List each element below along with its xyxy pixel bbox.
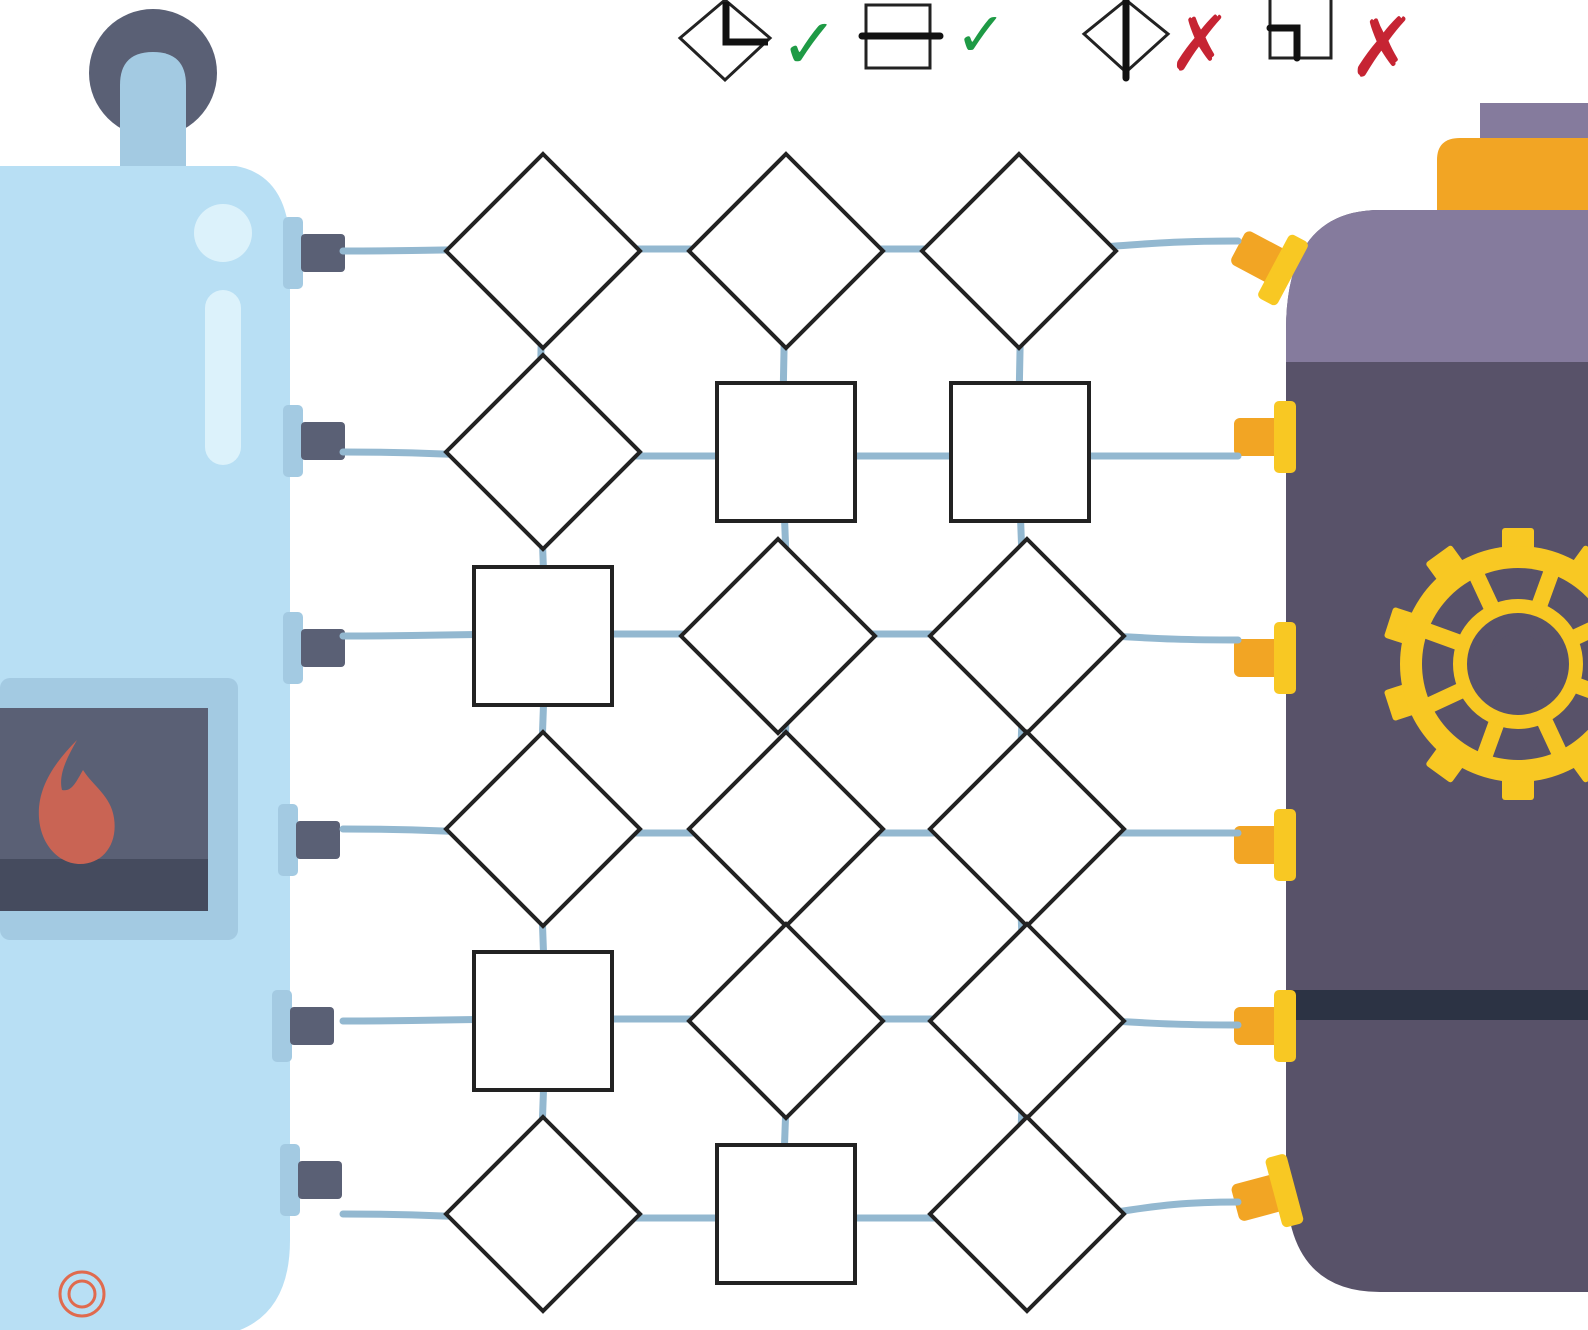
outlet-nozzle (301, 629, 345, 667)
heater-outlet (280, 1144, 342, 1216)
outlet-collar (280, 1144, 300, 1216)
cross-icon: ✗ (1168, 0, 1232, 88)
flame-icon (38, 740, 115, 864)
machine-inlet (1234, 809, 1296, 881)
diamond-tile (927, 1114, 1127, 1314)
inlet-nozzle (1231, 1174, 1284, 1221)
diamond-tile (927, 536, 1127, 736)
gear-icon (1384, 528, 1588, 800)
heater-window-shade (0, 859, 208, 911)
machine-inlets (1231, 231, 1308, 1228)
inlet-nozzle (1234, 826, 1280, 864)
square-tile (715, 381, 857, 523)
machine-inlet (1234, 401, 1296, 473)
heater-badge-icon (58, 1270, 106, 1318)
heater-outlet (283, 612, 345, 684)
diamond-tile (686, 729, 886, 929)
diamond-tile (443, 729, 643, 929)
machine-top-block (1480, 103, 1588, 143)
diamond-tile (678, 536, 878, 736)
legend-item-square-straight: ✓ (858, 0, 1007, 71)
machine-inlet (1234, 990, 1296, 1062)
outlet-nozzle (301, 234, 345, 272)
machine-cap (1437, 138, 1588, 215)
legend: ✓ ✓ ✗ ✗ (677, 0, 1417, 96)
diamond-tile (443, 352, 643, 552)
square-tile (472, 565, 614, 707)
diamond-tile (927, 729, 1127, 929)
outlet-collar (283, 405, 303, 477)
outlet-nozzle (298, 1161, 342, 1199)
tile-grid (443, 151, 1127, 1314)
diamond-tile (686, 921, 886, 1121)
machine-inlet (1234, 622, 1296, 694)
machine-upper-panel (1286, 210, 1588, 362)
inlet-nozzle (1234, 1007, 1280, 1045)
inlet-collar (1274, 622, 1296, 694)
machine-inlet (1231, 1154, 1304, 1228)
inlet-collar (1265, 1154, 1304, 1228)
square-tile (715, 1143, 857, 1285)
check-icon: ✓ (780, 3, 839, 85)
inlet-collar (1258, 234, 1308, 306)
check-icon: ✓ (955, 0, 1007, 71)
machine-inlet (1231, 231, 1308, 306)
outlet-collar (272, 990, 292, 1062)
inlet-collar (1274, 401, 1296, 473)
diamond-tile (919, 151, 1119, 351)
heater-outlets (272, 217, 345, 1216)
heater-gauge-tube (205, 290, 241, 465)
heater-outlet (283, 217, 345, 289)
diamond-tile (927, 921, 1127, 1121)
square-tile (949, 381, 1091, 523)
heater-outlet (283, 405, 345, 477)
diamond-tile (686, 151, 886, 351)
machine-tank (1286, 103, 1588, 1292)
outlet-collar (278, 804, 298, 876)
outlet-collar (283, 612, 303, 684)
outlet-nozzle (290, 1007, 334, 1045)
legend-hook-stroke (1266, 24, 1301, 62)
heater-outlet (278, 804, 340, 876)
legend-item-square-hook: ✗ (1266, 0, 1417, 96)
diamond-tile (443, 151, 643, 351)
heater-chimney (120, 52, 186, 170)
diamond-tile (443, 1114, 643, 1314)
cross-icon: ✗ (1348, 1, 1417, 96)
heater-tank (0, 9, 290, 1330)
legend-corner-stroke (722, 2, 768, 46)
heater-outlet (272, 990, 334, 1062)
legend-item-diamond-corner: ✓ (677, 0, 839, 85)
machine-stripe (1286, 990, 1588, 1020)
outlet-nozzle (301, 422, 345, 460)
square-tile (472, 950, 614, 1092)
legend-item-diamond-vertical: ✗ (1081, 0, 1232, 88)
inlet-nozzle (1234, 418, 1280, 456)
outlet-nozzle (296, 821, 340, 859)
inlet-nozzle (1234, 639, 1280, 677)
outlet-collar (283, 217, 303, 289)
inlet-collar (1274, 990, 1296, 1062)
inlet-collar (1274, 809, 1296, 881)
heater-highlight-dot (194, 204, 252, 262)
